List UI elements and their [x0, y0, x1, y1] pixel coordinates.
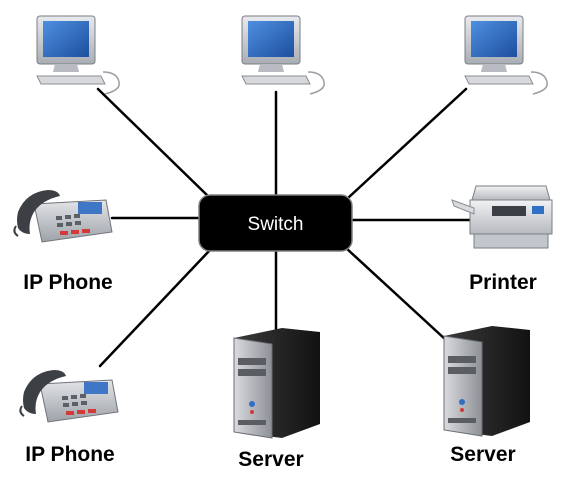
server-icon — [443, 326, 530, 437]
computer-icon — [36, 15, 120, 95]
link-computer-1 — [96, 87, 212, 200]
link-server-2 — [344, 246, 448, 342]
printer-label: Printer — [469, 271, 537, 294]
ip-phone-1-label: IP Phone — [23, 271, 112, 294]
computer-icon — [241, 15, 325, 95]
ip-phone-icon — [19, 370, 119, 423]
printer-icon — [451, 185, 553, 249]
link-ip-phone-2 — [98, 248, 212, 368]
server-2-label: Server — [450, 443, 515, 466]
switch-box — [198, 194, 353, 252]
server-icon — [233, 328, 320, 439]
links — [96, 87, 472, 368]
ip-phone-icon — [13, 190, 113, 243]
ip-phone-2-label: IP Phone — [25, 443, 114, 466]
switch-node: Switch — [198, 194, 353, 252]
server-1-label: Server — [238, 448, 303, 471]
link-computer-3 — [346, 87, 468, 200]
switch-label: Switch — [248, 214, 304, 235]
computer-icon — [464, 15, 548, 95]
